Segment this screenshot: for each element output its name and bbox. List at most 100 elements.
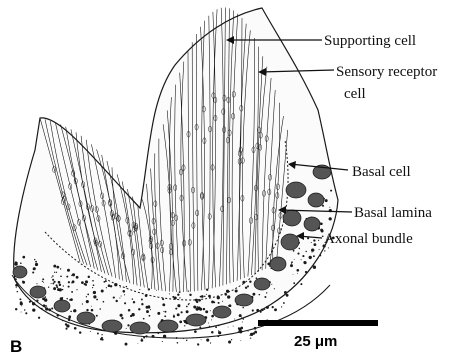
stipple-dot bbox=[138, 308, 140, 310]
axonal-bundle-profile bbox=[304, 217, 320, 231]
stipple-dot bbox=[188, 291, 189, 292]
stipple-dot bbox=[74, 327, 77, 330]
stipple-dot bbox=[274, 288, 275, 289]
stipple-dot bbox=[228, 305, 230, 307]
stipple-dot bbox=[36, 283, 37, 284]
stipple-dot bbox=[181, 311, 183, 313]
stipple-dot bbox=[128, 309, 131, 312]
stipple-dot bbox=[329, 217, 332, 220]
stipple-dot bbox=[62, 289, 63, 290]
stipple-dot bbox=[210, 310, 211, 311]
label-sensory-receptor-line2: cell bbox=[344, 86, 366, 102]
stipple-dot bbox=[184, 325, 185, 326]
stipple-dot bbox=[54, 272, 55, 273]
stipple-dot bbox=[163, 335, 166, 338]
stipple-dot bbox=[58, 281, 61, 284]
stipple-dot bbox=[249, 335, 250, 336]
stipple-dot bbox=[211, 331, 214, 334]
stipple-dot bbox=[101, 290, 104, 293]
stipple-dot bbox=[334, 186, 335, 187]
axonal-bundle-profile bbox=[77, 312, 95, 324]
stipple-dot bbox=[218, 330, 219, 331]
stipple-dot bbox=[239, 330, 242, 333]
stipple-dot bbox=[45, 307, 48, 310]
stipple-dot bbox=[148, 288, 150, 290]
stipple-dot bbox=[43, 282, 44, 283]
stipple-dot bbox=[114, 283, 117, 286]
stipple-dot bbox=[141, 303, 143, 305]
stipple-dot bbox=[293, 274, 294, 275]
stipple-dot bbox=[130, 315, 132, 317]
stipple-dot bbox=[197, 306, 198, 307]
stipple-dot bbox=[60, 268, 61, 269]
stipple-dot bbox=[305, 271, 307, 273]
stipple-dot bbox=[32, 271, 34, 273]
stipple-dot bbox=[206, 289, 208, 291]
stipple-dot bbox=[206, 339, 209, 342]
stipple-dot bbox=[164, 315, 166, 317]
stipple-dot bbox=[17, 262, 18, 263]
stipple-dot bbox=[247, 285, 249, 287]
stipple-dot bbox=[163, 311, 164, 312]
stipple-dot bbox=[79, 331, 81, 333]
label-axonal-bundle: Axonal bundle bbox=[324, 231, 413, 247]
stipple-dot bbox=[22, 256, 25, 259]
stipple-dot bbox=[65, 328, 67, 330]
axonal-bundle-profile bbox=[308, 193, 324, 207]
stipple-dot bbox=[286, 294, 289, 297]
stipple-dot bbox=[217, 335, 219, 337]
stipple-dot bbox=[320, 222, 323, 225]
stipple-dot bbox=[208, 323, 209, 324]
stipple-dot bbox=[186, 310, 189, 313]
stipple-dot bbox=[56, 266, 59, 269]
axonal-bundle-profile bbox=[286, 182, 306, 198]
label-sensory-receptor-line1: Sensory receptor bbox=[336, 64, 437, 80]
stipple-dot bbox=[62, 320, 63, 321]
stipple-dot bbox=[119, 297, 120, 298]
stipple-dot bbox=[42, 278, 44, 280]
stipple-dot bbox=[240, 340, 241, 341]
stipple-dot bbox=[293, 250, 295, 252]
stipple-dot bbox=[51, 277, 52, 278]
stipple-dot bbox=[53, 265, 56, 268]
stipple-dot bbox=[70, 298, 73, 301]
stipple-dot bbox=[218, 325, 219, 326]
stipple-dot bbox=[46, 305, 48, 307]
axonal-bundle-profile bbox=[213, 306, 231, 318]
stipple-dot bbox=[313, 239, 315, 241]
stipple-dot bbox=[53, 287, 56, 290]
stipple-dot bbox=[293, 282, 295, 284]
stipple-dot bbox=[141, 339, 144, 342]
axonal-bundle-profile bbox=[254, 278, 270, 290]
stipple-dot bbox=[200, 296, 202, 298]
tissue-section bbox=[12, 8, 338, 346]
stipple-dot bbox=[253, 332, 256, 335]
stipple-dot bbox=[227, 295, 230, 298]
stipple-dot bbox=[206, 294, 207, 295]
stipple-dot bbox=[228, 340, 231, 343]
stipple-dot bbox=[81, 281, 84, 284]
stipple-dot bbox=[243, 318, 244, 319]
stipple-dot bbox=[121, 317, 123, 319]
stipple-dot bbox=[33, 269, 34, 270]
stipple-dot bbox=[76, 276, 79, 279]
stipple-dot bbox=[86, 296, 87, 297]
stipple-dot bbox=[242, 281, 245, 284]
stipple-dot bbox=[20, 301, 23, 304]
stipple-dot bbox=[103, 301, 105, 303]
stipple-dot bbox=[162, 298, 164, 300]
stipple-dot bbox=[264, 309, 265, 310]
stipple-dot bbox=[313, 266, 316, 269]
stipple-dot bbox=[124, 294, 125, 295]
stipple-dot bbox=[249, 280, 251, 282]
stipple-dot bbox=[314, 243, 317, 246]
stipple-dot bbox=[162, 341, 163, 342]
stipple-dot bbox=[322, 205, 324, 207]
stipple-dot bbox=[103, 281, 105, 283]
stipple-dot bbox=[302, 255, 304, 257]
stipple-dot bbox=[93, 295, 96, 298]
stipple-dot bbox=[73, 309, 76, 312]
stipple-dot bbox=[309, 256, 312, 259]
stipple-dot bbox=[158, 332, 160, 334]
